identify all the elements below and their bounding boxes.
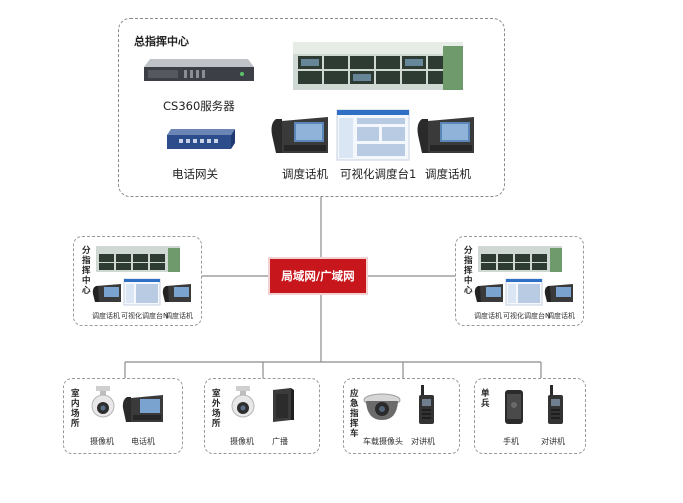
individual-label-0: 手机 <box>503 437 519 446</box>
vehicle-label-0: 车载摄像头 <box>363 437 403 446</box>
hq-title: 总指挥中心 <box>134 35 189 48</box>
video-wall-image <box>293 42 463 90</box>
site-individual-title: 单兵 <box>481 389 490 409</box>
branch-right-phone-b <box>544 284 573 302</box>
site-indoor-title: 室内场所 <box>71 389 80 429</box>
vehicle-walkie-talkie-icon <box>419 385 434 424</box>
phone-left-icon <box>271 117 328 153</box>
hq-box <box>118 18 505 197</box>
indoor-label-0: 摄像机 <box>90 437 114 446</box>
site-vehicle-title: 应急指挥车 <box>350 389 359 439</box>
phone-left-label: 调度话机 <box>282 167 328 181</box>
branch-left-phone-b <box>162 284 191 302</box>
indoor-camera-icon <box>91 386 115 418</box>
outdoor-camera-icon <box>231 386 255 418</box>
vehicle-camera-icon <box>363 393 401 420</box>
indoor-phone-icon <box>122 395 163 422</box>
gateway-icon <box>167 129 235 149</box>
site-vehicle-box <box>343 378 460 454</box>
console-screen-image <box>336 109 410 161</box>
branch-right-label-1: 可视化调度台N <box>503 312 551 320</box>
phone-right-label: 调度话机 <box>425 167 471 181</box>
branch-left-label-2: 调度话机 <box>165 312 193 320</box>
network-core: 局域网/广域网 <box>270 259 366 293</box>
gateway-label: 电话网关 <box>172 167 218 181</box>
speaker-icon <box>273 388 294 422</box>
site-outdoor-box <box>204 378 320 454</box>
branch-right-label-0: 调度话机 <box>474 312 502 320</box>
site-indoor-box <box>63 378 183 454</box>
branch-right-phone-a <box>474 284 503 302</box>
branch-right-video-wall <box>478 246 562 272</box>
branch-right-box <box>455 236 584 326</box>
branch-left-video-wall <box>96 246 180 272</box>
indoor-label-1: 电话机 <box>131 437 155 446</box>
outdoor-label-0: 摄像机 <box>230 437 254 446</box>
branch-left-label-0: 调度话机 <box>92 312 120 320</box>
phone-right-icon <box>417 117 474 153</box>
branch-left-phone-a <box>92 284 121 302</box>
individual-walkie-talkie-icon <box>548 385 563 424</box>
branch-left-console <box>123 278 161 306</box>
mobile-phone-icon <box>505 390 523 424</box>
branch-right-title: 分指挥中心 <box>464 246 473 296</box>
branch-left-box <box>73 236 202 326</box>
vehicle-label-1: 对讲机 <box>411 437 435 446</box>
branch-left-label-1: 可视化调度台N <box>121 312 169 320</box>
branch-right-label-2: 调度话机 <box>547 312 575 320</box>
site-outdoor-title: 室外场所 <box>212 389 221 429</box>
site-individual-box <box>474 378 586 454</box>
outdoor-label-1: 广播 <box>272 437 288 446</box>
branch-right-console <box>505 278 543 306</box>
branch-left-title: 分指挥中心 <box>82 246 91 296</box>
individual-label-1: 对讲机 <box>541 437 565 446</box>
server-label: CS360服务器 <box>163 99 235 113</box>
server-icon <box>144 59 254 81</box>
console-label: 可视化调度台1 <box>340 167 417 181</box>
